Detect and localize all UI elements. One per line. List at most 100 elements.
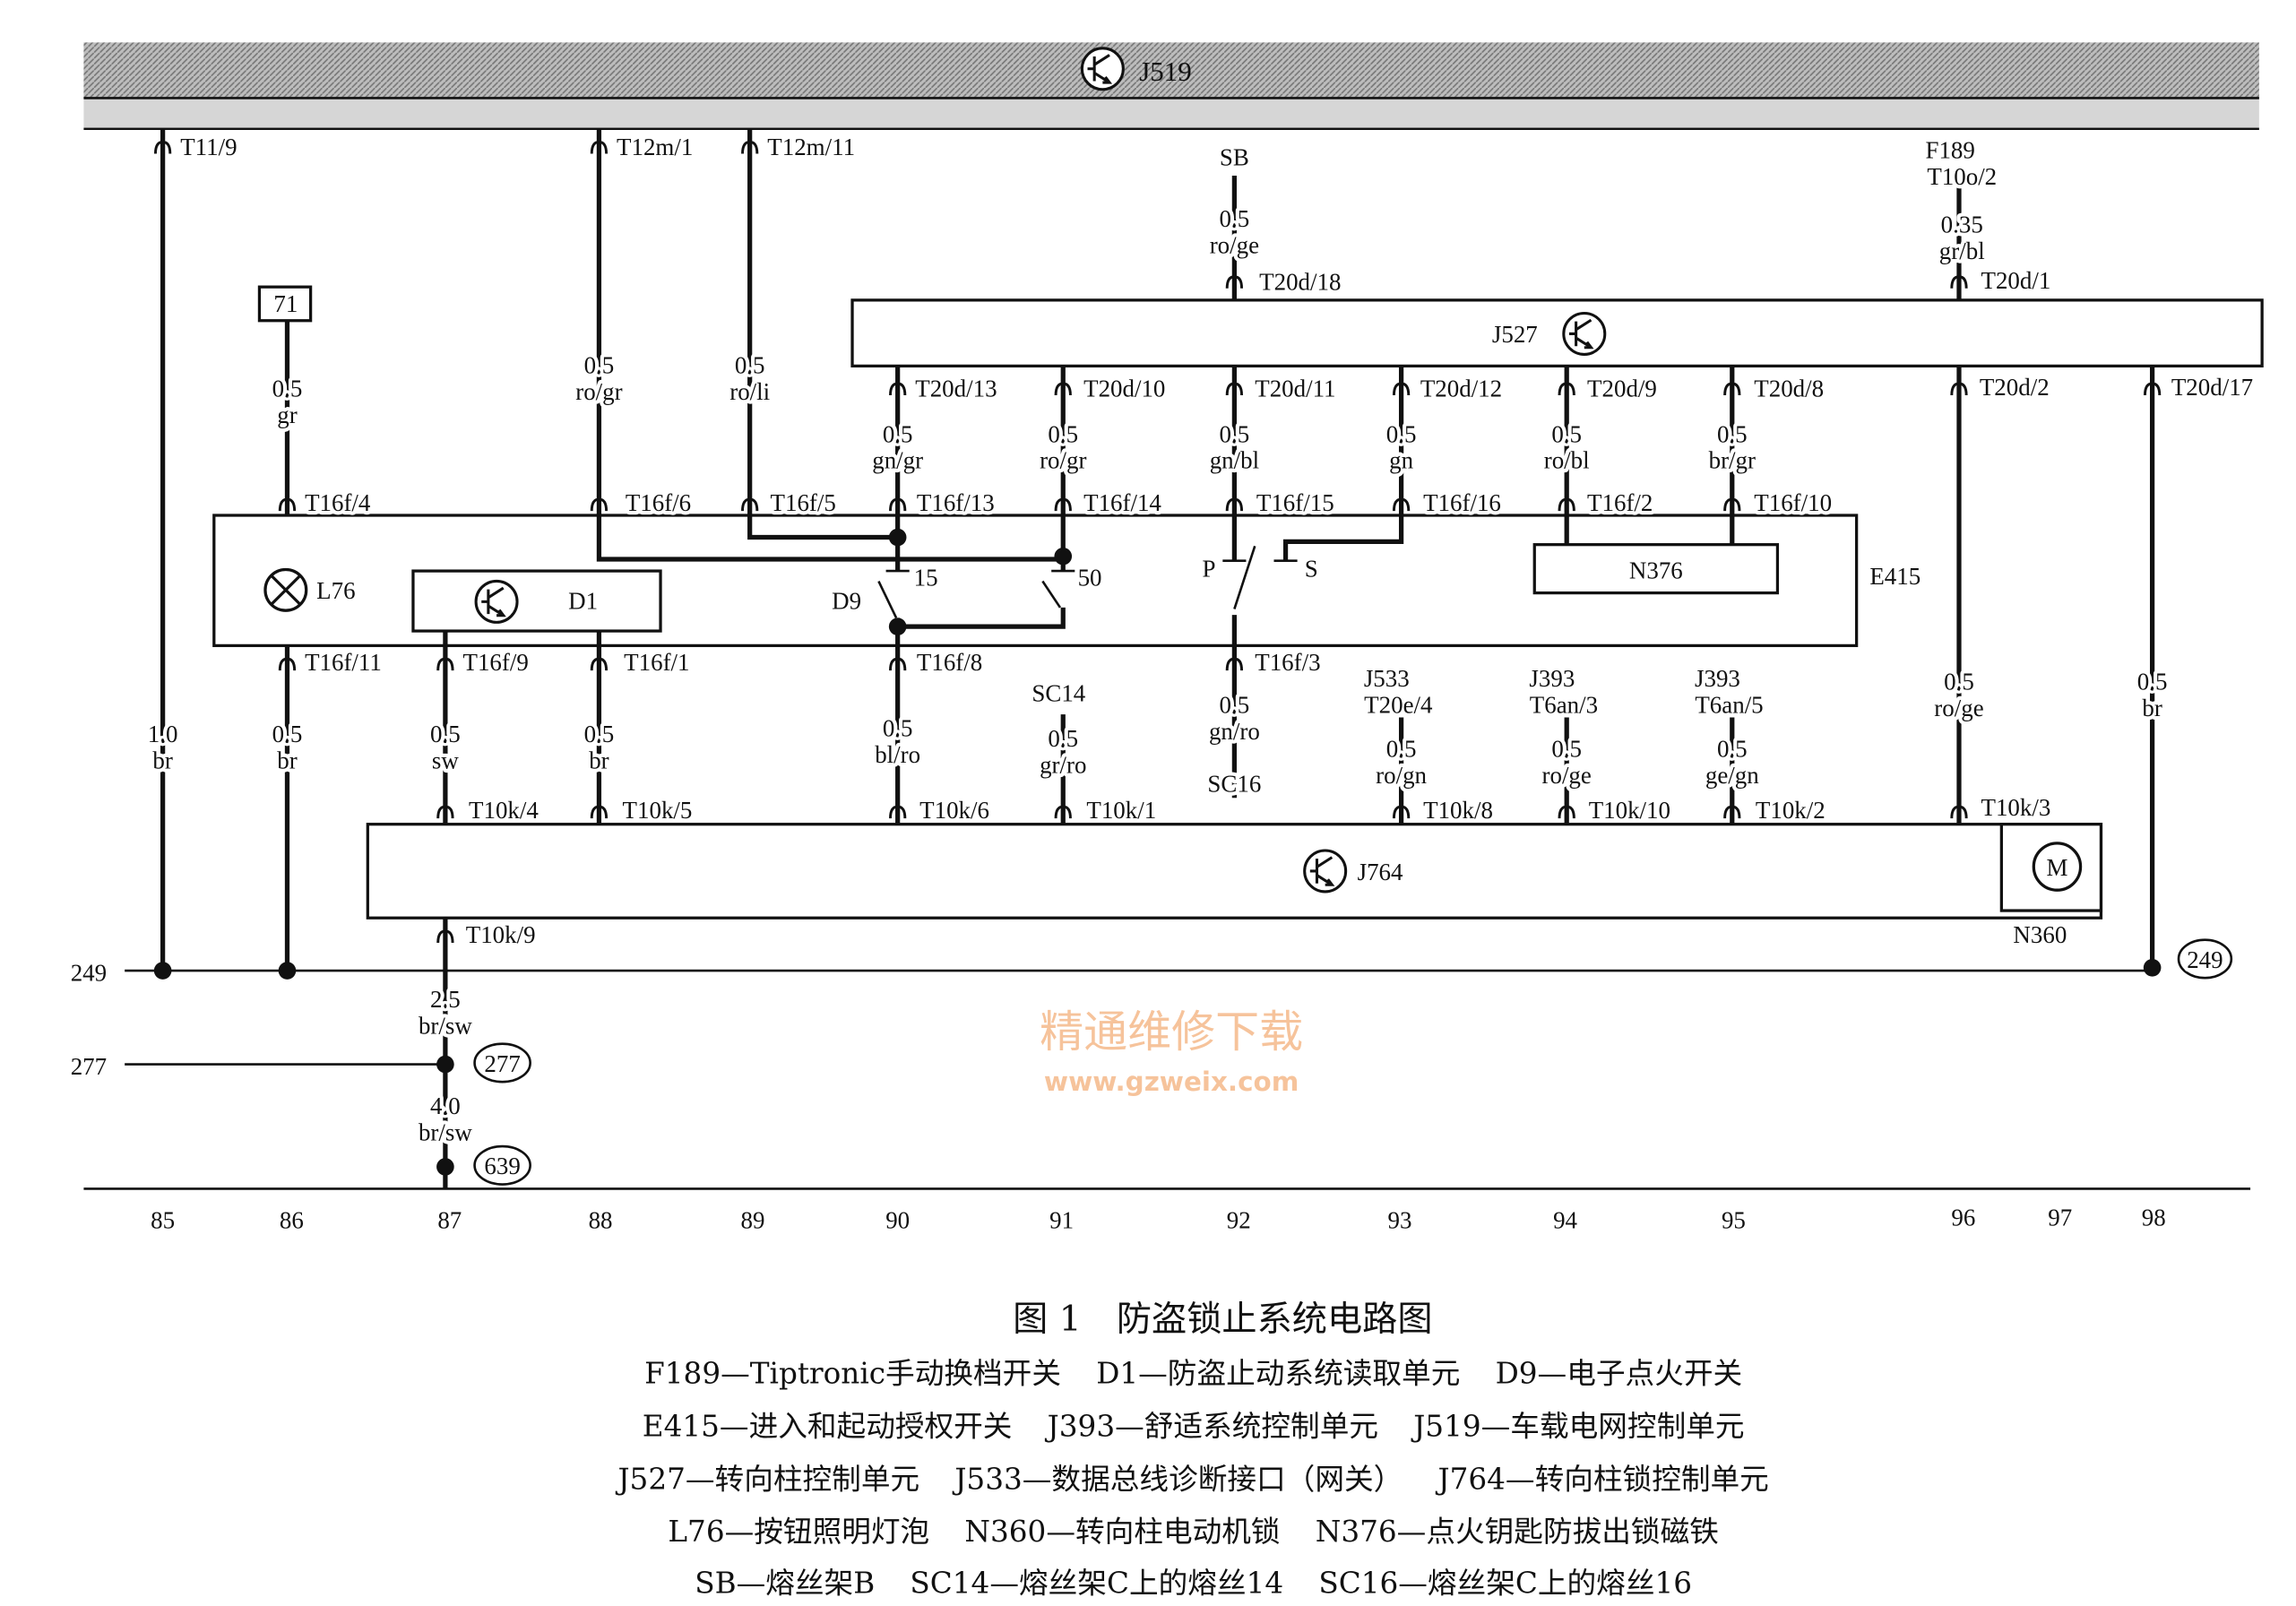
column-number: 95 [1722, 1207, 1746, 1234]
d1-label: D1 [568, 588, 598, 615]
n376-label: N376 [1629, 557, 1683, 583]
wire-size: 0.5 [272, 721, 303, 747]
column-number: 89 [740, 1207, 764, 1234]
terminal-15-label: 15 [914, 564, 938, 591]
fuse-label: SC14 [1031, 679, 1085, 706]
source-pin: T20e/4 [1364, 692, 1433, 719]
wire-color: br [277, 747, 297, 774]
switch-s-label: S [1305, 556, 1318, 583]
d1-reader-box [411, 569, 662, 633]
source-pin: T6an/5 [1695, 692, 1763, 719]
pin-label: T20d/18 [1259, 268, 1341, 295]
wire-size: 0.5 [1048, 420, 1078, 447]
source-label: J393 [1695, 665, 1740, 692]
wire-color: gn/gr [872, 447, 923, 474]
wire-color: br [2142, 695, 2162, 721]
ref-249-label: 249 [2187, 946, 2223, 973]
wire-color: br/sw [419, 1012, 472, 1039]
pin-label: T10k/6 [919, 797, 989, 824]
wire-size: 0.5 [1551, 736, 1582, 763]
wires [83, 128, 2251, 1190]
wire-size: 0.5 [1048, 725, 1078, 752]
wire-size: 0.5 [883, 420, 913, 447]
wire-color: gn [1389, 447, 1413, 474]
ground-references: 249 249 277 277 639 [67, 938, 2233, 1186]
wire-color: ro/ge [1934, 695, 1983, 721]
pin-label: T20d/12 [1420, 376, 1502, 402]
wire-color: ro/gr [575, 378, 622, 405]
wire-size: 0.5 [430, 721, 461, 747]
pin-label: T16f/15 [1256, 489, 1334, 516]
j519-label: J519 [1139, 56, 1192, 87]
pin-label: T10k/2 [1756, 797, 1826, 824]
wire-size: 0.5 [584, 352, 615, 379]
wire-color: ro/bl [1544, 447, 1590, 474]
column-number: 85 [151, 1207, 175, 1234]
motor-icon [2032, 842, 2083, 892]
pin-label: T16f/14 [1083, 489, 1161, 516]
pin-label: T20d/9 [1587, 376, 1657, 402]
wire-color: ro/gn [1376, 762, 1427, 789]
column-number: 98 [2142, 1204, 2166, 1230]
pin-label: T16f/6 [626, 489, 691, 516]
wire-size: 0.5 [1220, 205, 1250, 232]
fuse-label: SB [1220, 144, 1249, 171]
j764-label: J764 [1358, 859, 1403, 885]
wire-color: br [152, 747, 172, 774]
pin-label: T20d/11 [1255, 376, 1335, 402]
j527-module: J527 [850, 298, 2264, 368]
wire-color: gr/ro [1040, 752, 1086, 779]
e415-label: E415 [1869, 563, 1921, 590]
wire-size: 0.5 [735, 352, 765, 379]
l76-label: L76 [316, 577, 355, 604]
pin-label: T16f/9 [463, 649, 529, 676]
wire-size: 0.5 [1717, 736, 1748, 763]
pin-label: T20d/1 [1981, 267, 2050, 294]
column-number: 87 [437, 1207, 462, 1234]
pin-label: T16f/8 [917, 649, 982, 676]
pin-label: T20d/2 [1980, 374, 2050, 401]
pin-label: T16f/13 [917, 489, 995, 516]
source-pin: T10o/2 [1927, 163, 1997, 190]
control-unit-icon [1080, 47, 1125, 91]
wire-color: ro/ge [1210, 232, 1259, 259]
pin-label: T16f/2 [1587, 489, 1653, 516]
control-unit-icon [1562, 311, 1607, 356]
column-numbers: 85 86 87 88 89 90 91 92 93 94 95 96 97 9… [147, 1200, 2170, 1237]
pin-label: T10k/8 [1423, 797, 1493, 824]
pin-label: T16f/3 [1255, 649, 1320, 676]
wire-color: ro/li [729, 378, 770, 405]
wire-size: 0.5 [2137, 668, 2168, 695]
pin-label: T20d/17 [2171, 374, 2253, 401]
wire-size: 1.0 [148, 721, 178, 747]
pin-label: T10k/1 [1086, 797, 1156, 824]
wire-color: gr/bl [1939, 237, 1985, 264]
column-number: 92 [1227, 1207, 1251, 1234]
pin-label: T20d/8 [1754, 376, 1824, 402]
source-label: F189 [1925, 136, 1974, 163]
column-number: 90 [885, 1207, 910, 1234]
wire-size: 0.5 [272, 376, 303, 402]
column-number: 88 [589, 1207, 613, 1234]
column-number: 93 [1388, 1207, 1412, 1234]
column-number: 96 [1951, 1204, 1975, 1230]
wire-color: br/gr [1709, 447, 1756, 474]
j519-module: J519 [83, 42, 2259, 131]
wire-size: 0.5 [1386, 736, 1417, 763]
control-unit-icon [1303, 849, 1348, 894]
wire-color: gn/ro [1209, 718, 1260, 745]
pin-label: T16f/11 [305, 649, 382, 676]
wire-size: 0.5 [584, 721, 615, 747]
wire-size: 0.5 [883, 715, 913, 742]
switch-p-label: P [1202, 556, 1215, 583]
wire-color: ge/gn [1705, 762, 1759, 789]
wire-color: br/sw [419, 1119, 472, 1146]
wire-size: 0.35 [1941, 212, 1983, 238]
pin-label: T16f/5 [771, 489, 836, 516]
column-number: 94 [1553, 1207, 1577, 1234]
